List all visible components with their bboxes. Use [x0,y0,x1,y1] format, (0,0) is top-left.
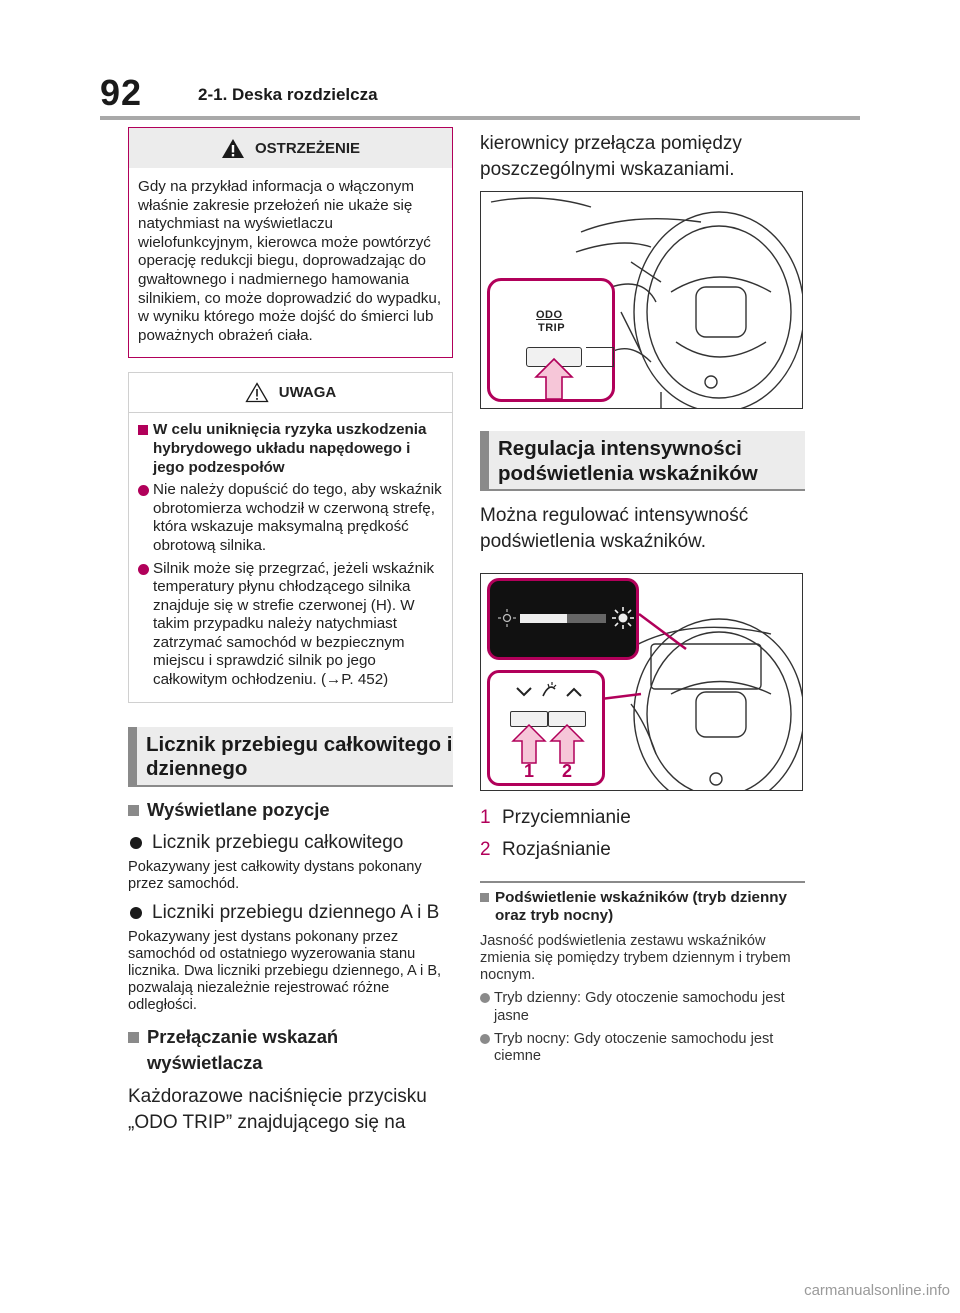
legend-item: 2 Rozjaśnianie [480,837,805,863]
notice-subheading: W celu uniknięcia ryzyka uszkodzenia hyb… [138,421,444,477]
legend-item: 1 Przyciemnianie [480,805,805,831]
odometer-section-heading: Licznik przebiegu całkowitego i dzienneg… [128,726,453,787]
odo-heading: Licznik przebiegu całkowitego [128,831,453,855]
bullet-dot-icon [480,993,490,1004]
brightness-icon [542,682,557,697]
notice-header: UWAGA [129,373,452,414]
switch-description-continued: Każdorazowe naciśnięcie przycisku „ODO T… [480,131,805,183]
dim-sun-icon [498,609,516,627]
caution-triangle-icon [245,382,269,403]
press-arrow-icon [511,723,547,764]
day-mode-bullet: Tryb dzienny: Gdy otoczenie samochodu je… [480,990,805,1024]
switch-description: Każdorazowe naciśnięcie przycisku „ODO T… [128,1085,427,1133]
chevron-up-icon [566,687,582,697]
trip-heading: Liczniki przebiegu dziennego A i B [128,901,453,925]
switch-description-continued-text: Każdorazowe naciśnięcie przycisku „ODO T… [480,133,742,180]
display-items-heading-text: Wyświetlane pozycje [147,798,330,820]
right-column: Każdorazowe naciśnięcie przycisku „ODO T… [480,127,805,1065]
bullet-dot-icon [480,1033,490,1044]
warning-label: OSTRZEŻENIE [254,139,360,157]
notice-bullet-text: Nie należy dopuścić do tego, aby wskaźni… [153,481,442,554]
night-mode-bullet: Tryb nocny: Gdy otoczenie samochodu jest… [480,1031,805,1065]
square-bullet-icon [128,1031,139,1043]
odo-trip-callout-box: ODO TRIP [487,278,615,402]
odo-label: ODO [536,309,563,321]
warning-header: OSTRZEŻENIE [129,128,452,168]
section-title: 2-1. Deska rozdzielcza [198,85,378,104]
square-bullet-icon [480,892,489,902]
bright-sun-icon [612,607,634,629]
press-arrow-icon [549,723,585,764]
page-number: 92 [100,72,143,113]
brightness-buttons-callout: 1 2 [487,670,605,786]
bullet-dot-icon [130,836,142,849]
callout-number-1: 1 [524,761,535,781]
display-items-heading: Wyświetlane pozycje [128,797,453,823]
switch-heading: Przełączanie wskazań wyświetlacza [128,1024,453,1076]
day-mode-text: Tryb dzienny: Gdy otoczenie samochodu je… [494,990,785,1024]
notice-subheading-text: W celu uniknięcia ryzyka uszkodzenia hyb… [153,421,427,476]
notice-label: UWAGA [278,384,337,402]
trip-description: Pokazywany jest dystans pokonany przez s… [128,928,442,1013]
odo-trip-button-illustration: ODO TRIP [480,191,803,409]
odo-description: Pokazywany jest całkowity dystans pokona… [128,858,422,892]
brightness-control-illustration: 1 2 [480,573,803,791]
day-night-description: Jasność podświetlenia zestawu wskaźników… [480,933,791,984]
warning-box: OSTRZEŻENIE Gdy na przykład informacja o… [128,127,453,359]
odometer-title: Licznik przebiegu całkowitego i dzienneg… [146,732,453,781]
brightness-level-bar [520,614,606,623]
section-bar [128,726,137,785]
bullet-dot-icon [130,906,142,919]
section-divider [480,881,805,883]
notice-bullet: Silnik może się przegrzać, jeżeli wskaźn… [138,560,444,690]
day-night-heading: Podświetlenie wskaźników (tryb dzienny o… [480,889,805,926]
brightness-section-heading: Regulacja intensywności podświetlenia ws… [480,431,805,491]
odo-heading-text: Licznik przebiegu całkowitego [152,831,404,853]
brightness-display-callout [487,578,639,660]
notice-body: W celu uniknięcia ryzyka uszkodzenia hyb… [129,413,452,701]
day-night-heading-text: Podświetlenie wskaźników (tryb dzienny o… [495,888,788,924]
legend-number: 2 [480,839,491,860]
chevron-down-icon [516,687,532,697]
watermark: carmanualsonline.info [804,1282,950,1299]
page-header: 92 2-1. Deska rozdzielcza [100,72,860,118]
section-bar [480,431,489,489]
switch-heading-text: Przełączanie wskazań wyświetlacza [147,1025,339,1073]
trip-label: TRIP [538,322,566,334]
adjacent-button [586,347,614,367]
header-rule [100,116,860,120]
callout-number-2: 2 [562,761,573,781]
notice-bullet-text: Silnik może się przegrzać, jeżeli wskaźn… [153,559,435,689]
brightness-intro: Można regulować intensywność podświetlen… [480,505,749,552]
brightness-title: Regulacja intensywności podświetlenia ws… [498,437,758,485]
callout-legend: 1 Przyciemnianie 2 Rozjaśnianie [480,805,805,863]
bullet-dot-icon [138,563,149,575]
night-mode-text: Tryb nocny: Gdy otoczenie samochodu jest… [494,1030,774,1064]
notice-box: UWAGA W celu uniknięcia ryzyka uszkodzen… [128,372,453,703]
press-arrow-icon [534,357,574,400]
warning-text: Gdy na przykład informacja o włączonym w… [138,178,442,344]
square-bullet-icon [138,425,148,436]
square-bullet-icon [128,804,139,816]
brightness-level-fill [520,614,568,623]
legend-number: 1 [480,807,491,828]
left-column: OSTRZEŻENIE Gdy na przykład informacja o… [128,127,453,1136]
legend-label: Przyciemnianie [502,807,631,828]
warning-triangle-icon [221,138,244,158]
trip-heading-text: Liczniki przebiegu dziennego A i B [152,901,440,923]
instrument-panel-illustration [600,612,802,790]
bullet-dot-icon [138,485,149,497]
legend-label: Rozjaśnianie [502,839,611,860]
notice-bullet: Nie należy dopuścić do tego, aby wskaźni… [138,481,444,555]
